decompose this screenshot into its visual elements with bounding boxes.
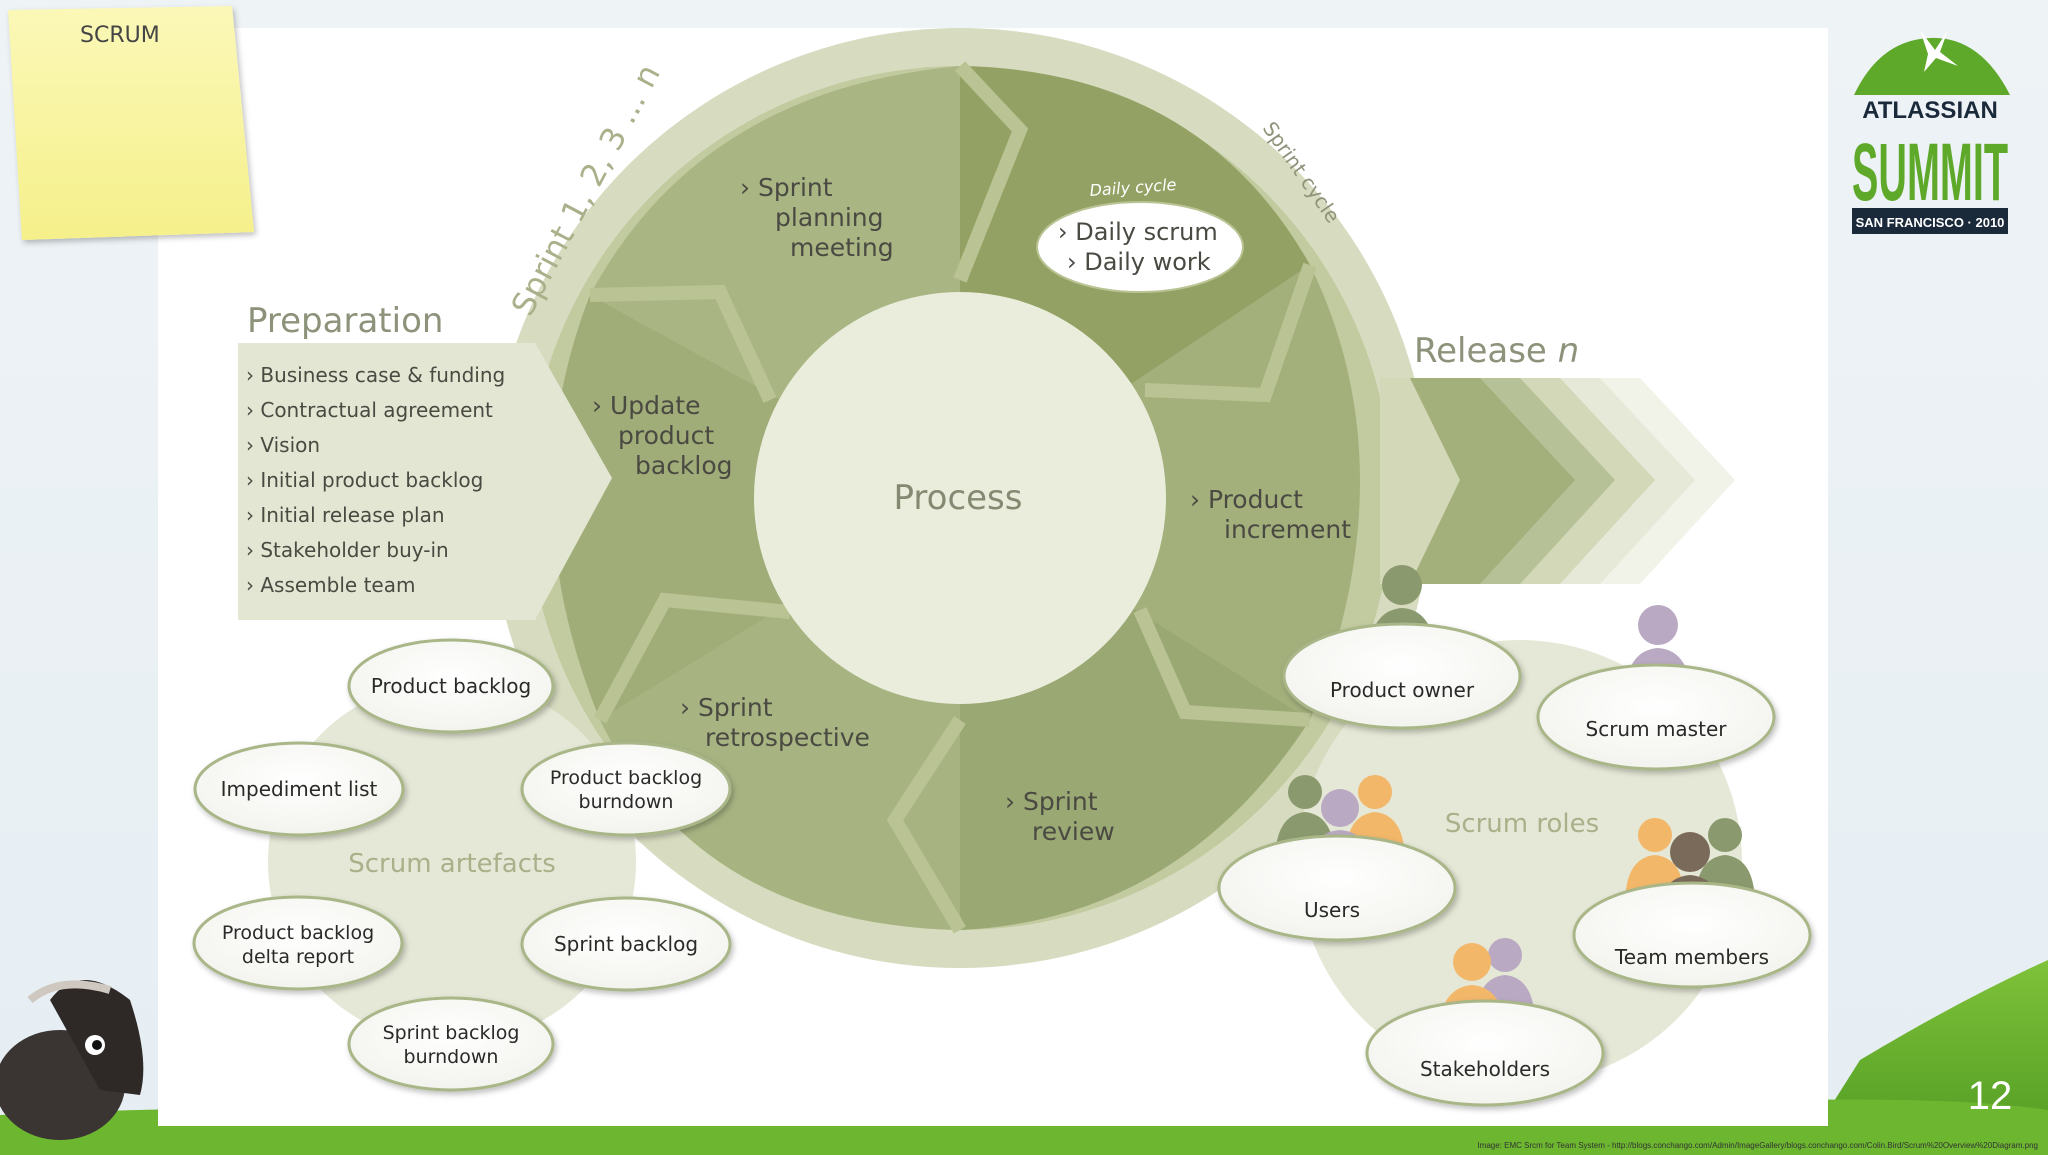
preparation-item: › Contractual agreement: [246, 398, 493, 422]
role-stakeholders: Stakeholders: [1365, 999, 1605, 1107]
sticky-note: SCRUM: [8, 6, 254, 240]
step-product-increment: › Product increment: [1190, 485, 1351, 544]
svg-text:meeting: meeting: [790, 233, 894, 262]
preparation-item: › Vision: [246, 433, 320, 457]
step-sprint-retrospective: › Sprint retrospective: [680, 693, 870, 752]
svg-text:› Sprint: › Sprint: [740, 173, 833, 202]
artefact-sprint-burndown: Sprint backlog burndown: [347, 996, 555, 1092]
svg-text:Product backlog: Product backlog: [222, 922, 374, 944]
artefact-sprint-backlog: Sprint backlog: [520, 896, 732, 992]
preparation-list: › Business case & funding › Contractual …: [246, 363, 505, 597]
preparation-item: › Stakeholder buy-in: [246, 538, 449, 562]
artefacts-label: Scrum artefacts: [348, 849, 556, 879]
svg-text:Product backlog: Product backlog: [550, 767, 702, 789]
svg-text:Product owner: Product owner: [1330, 678, 1475, 702]
step-sprint-planning: › Sprint planning meeting: [740, 173, 894, 262]
svg-text:burndown: burndown: [404, 1046, 499, 1068]
preparation-title: Preparation: [247, 301, 443, 341]
svg-text:› Product: › Product: [1190, 485, 1303, 514]
artefact-impediment-list: Impediment list: [193, 741, 405, 837]
preparation-arrow: [238, 343, 612, 620]
preparation-item: › Business case & funding: [246, 363, 505, 387]
svg-text:Sprint backlog: Sprint backlog: [383, 1022, 520, 1044]
role-team-members: Team members: [1572, 881, 1812, 989]
svg-text:› Sprint: › Sprint: [680, 693, 773, 722]
daily-cycle-bubble: [1036, 201, 1244, 293]
logo-line-3: SAN FRANCISCO · 2010: [1856, 215, 2005, 230]
svg-text:backlog: backlog: [635, 451, 733, 480]
preparation-item: › Initial release plan: [246, 503, 445, 527]
svg-text:burndown: burndown: [579, 791, 674, 813]
step-sprint-review: › Sprint review: [1005, 787, 1115, 846]
svg-text:product: product: [618, 421, 714, 450]
slide-number: 12: [1968, 1074, 2013, 1118]
svg-text:Impediment list: Impediment list: [221, 777, 378, 801]
roles-label: Scrum roles: [1445, 809, 1599, 839]
artefact-product-backlog: Product backlog: [347, 638, 555, 734]
atlassian-summit-logo: ATLASSIAN SUMMIT SAN FRANCISCO · 2010: [1852, 30, 2010, 234]
logo-line-1: ATLASSIAN: [1862, 97, 1998, 124]
svg-text:› Sprint: › Sprint: [1005, 787, 1098, 816]
goat-mascot: [0, 980, 144, 1140]
artefact-backlog-burndown: Product backlog burndown: [520, 741, 732, 837]
svg-text:Sprint backlog: Sprint backlog: [554, 932, 698, 956]
logo-line-2: SUMMIT: [1852, 127, 2008, 218]
svg-text:delta report: delta report: [242, 946, 354, 968]
preparation-item: › Initial product backlog: [246, 468, 483, 492]
svg-text:review: review: [1032, 817, 1115, 846]
svg-text:Team members: Team members: [1614, 945, 1769, 969]
svg-text:increment: increment: [1224, 515, 1351, 544]
svg-text:Stakeholders: Stakeholders: [1420, 1057, 1550, 1081]
daily-item: › Daily scrum: [1058, 218, 1218, 246]
sticky-note-label: SCRUM: [80, 23, 160, 48]
release-title: Release n: [1414, 331, 1579, 371]
svg-text:retrospective: retrospective: [705, 723, 870, 752]
svg-text:planning: planning: [775, 203, 883, 232]
process-center: [754, 292, 1166, 704]
svg-text:› Update: › Update: [592, 391, 700, 420]
preparation-item: › Assemble team: [246, 573, 415, 597]
svg-text:Scrum master: Scrum master: [1586, 717, 1728, 741]
role-users: Users: [1217, 834, 1457, 942]
role-scrum-master: Scrum master: [1536, 663, 1776, 771]
release-arrows: [1380, 378, 1735, 584]
svg-text:Product backlog: Product backlog: [371, 674, 531, 698]
daily-item: › Daily work: [1067, 248, 1211, 276]
svg-text:Users: Users: [1304, 898, 1360, 922]
artefact-delta-report: Product backlog delta report: [192, 895, 404, 991]
role-product-owner: Product owner: [1282, 622, 1522, 730]
image-credit: Image: EMC Srcm for Team System - http:/…: [1477, 1141, 2038, 1150]
step-update-backlog: › Update product backlog: [592, 391, 733, 480]
center-label: Process: [894, 478, 1023, 518]
